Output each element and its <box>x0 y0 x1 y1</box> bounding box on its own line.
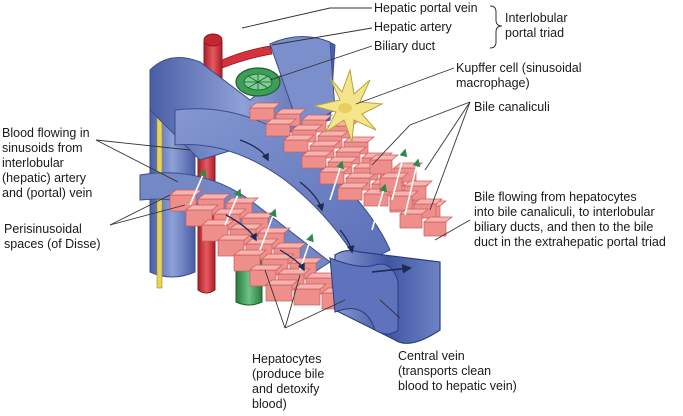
hepatocyte-cell <box>403 180 433 187</box>
label-hepatic-portal-vein: Hepatic portal vein <box>374 1 478 15</box>
hepatocyte-cell <box>225 197 259 204</box>
hepatocyte-cell <box>265 123 291 137</box>
hepatocyte-cell <box>265 279 299 286</box>
hepatocyte-cell <box>379 172 409 179</box>
hepatocyte-cell <box>327 156 359 163</box>
hepatocyte-cell <box>275 108 307 115</box>
bile-canaliculus <box>371 183 388 231</box>
hepatocyte-cell <box>233 249 267 256</box>
biliary-duct-cross-section <box>235 67 281 97</box>
hepatocyte-cell <box>277 268 311 275</box>
bile-canaliculus <box>391 148 408 201</box>
blood-flow-arrow <box>279 249 305 272</box>
hepatocyte-cell <box>423 216 453 223</box>
blood-flow-arrow <box>225 214 257 242</box>
kupffer-cell <box>313 68 384 143</box>
hepatocyte-cell <box>241 212 275 219</box>
hepatocyte-cell <box>197 193 231 200</box>
hepatocyte-cell <box>293 288 321 306</box>
hepatocyte-cell <box>319 171 345 185</box>
hepatocyte-cell <box>169 189 203 196</box>
hepatocyte-cell <box>337 182 369 189</box>
label-bile-canaliculi: Bile canaliculi <box>474 100 550 114</box>
bile-canaliculus <box>259 208 277 251</box>
hepatocyte-cell <box>273 242 307 249</box>
hepatocyte-cell <box>261 253 295 260</box>
blood-flow-arrow <box>339 229 355 254</box>
hepatocyte-cell <box>249 264 283 271</box>
bile-canaliculus <box>189 168 207 206</box>
hepatocyte-cell <box>257 227 291 234</box>
hepatocyte-cell <box>369 159 393 175</box>
hepatocyte-cell <box>249 102 281 109</box>
hepatocyte-cell <box>283 139 309 153</box>
hepatocyte-cell <box>423 221 447 237</box>
hepatocyte-cell <box>301 155 327 169</box>
hepatocyte-cell <box>369 154 399 161</box>
blood-flow-arrow <box>239 139 269 162</box>
hepatocyte-cell <box>363 193 389 207</box>
leader-lines <box>95 7 471 329</box>
bile-canaliculus <box>404 158 421 216</box>
hepatocyte-cell <box>293 283 327 290</box>
hepatocyte-cell <box>399 213 423 229</box>
hepatic-artery-branch <box>221 45 273 69</box>
hepatocyte-cell <box>337 187 363 201</box>
blood-flow-arrow <box>299 181 325 212</box>
hepatocyte-cell <box>335 146 367 153</box>
hepatocyte-cell <box>249 107 275 121</box>
hepatocyte-cell <box>301 150 333 157</box>
hepatocyte-cell <box>309 140 341 147</box>
hepatocyte-cell <box>301 114 333 121</box>
hepatocyte-plates <box>169 102 453 310</box>
hepatocyte-cell <box>283 134 315 141</box>
hepatocyte-cell <box>291 124 323 131</box>
hepatocyte-cell <box>217 234 251 241</box>
hepatocyte-cell <box>413 198 443 205</box>
hepatocyte-cell <box>201 219 235 226</box>
hepatocyte-cell <box>399 208 429 215</box>
bile-canaliculus <box>224 188 242 226</box>
bile-canaliculus <box>329 160 344 201</box>
label-biliary-duct: Biliary duct <box>374 39 436 53</box>
label-hepatic-artery: Hepatic artery <box>374 20 452 34</box>
hepatocyte-cell <box>265 118 297 125</box>
triad-brace <box>489 5 503 49</box>
central-vein-curve <box>329 257 399 335</box>
hepatocyte-cell <box>265 284 293 302</box>
hepatocyte-cell <box>185 204 219 211</box>
